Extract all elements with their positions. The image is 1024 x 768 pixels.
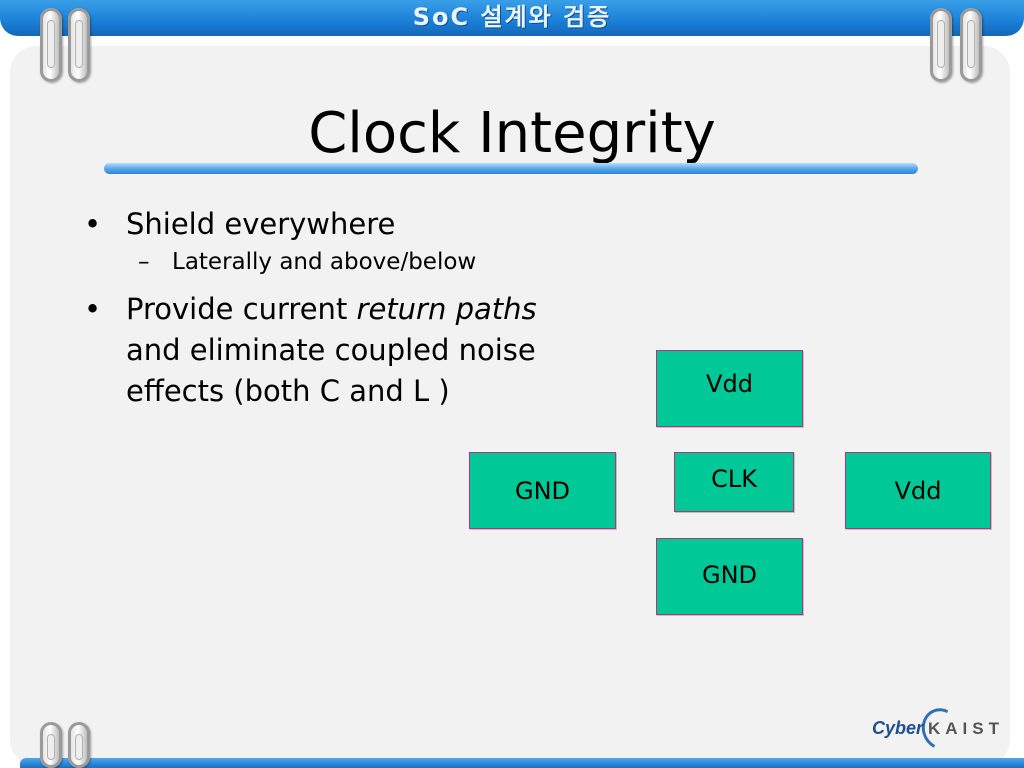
bullet-icon: • xyxy=(84,207,102,241)
sub-bullet-text: Laterally and above/below xyxy=(172,249,477,275)
banner-title: SoC 설계와 검증 xyxy=(412,3,612,31)
gnd-box-left: GND xyxy=(469,452,616,529)
box-label: GND xyxy=(701,560,758,589)
bullet-text: and eliminate coupled noise xyxy=(126,333,536,367)
sub-bullet-item: – Laterally and above/below xyxy=(84,245,604,279)
bullet-list: • Shield everywhere – Laterally and abov… xyxy=(84,204,604,412)
binder-ring-icon xyxy=(68,8,90,82)
binder-ring-icon xyxy=(68,722,90,768)
gnd-box-bottom: GND xyxy=(656,538,803,615)
vdd-box-top: Vdd xyxy=(656,350,803,427)
binder-ring-icon xyxy=(40,8,62,82)
box-label: Vdd xyxy=(894,476,942,505)
title-underline xyxy=(104,163,918,174)
clk-box: CLK xyxy=(674,452,794,512)
bullet-text: Provide current xyxy=(126,292,357,326)
box-label: Vdd xyxy=(706,369,753,398)
bullet-text: Shield everywhere xyxy=(126,207,396,241)
dash-icon: – xyxy=(138,249,150,275)
logo-kaist-text: KAIST xyxy=(928,719,1004,738)
bullet-text: effects (both C and L ) xyxy=(126,374,450,408)
box-label: CLK xyxy=(711,465,757,493)
binder-ring-icon xyxy=(960,8,982,82)
slide-title: Clock Integrity xyxy=(308,101,716,166)
bullet-item: • Provide current return paths and elimi… xyxy=(84,289,604,412)
bullet-icon: • xyxy=(84,292,102,326)
header-bar xyxy=(0,0,1024,36)
box-label: GND xyxy=(514,476,571,505)
bullet-item: • Shield everywhere xyxy=(84,204,604,245)
binder-ring-icon xyxy=(40,722,62,768)
footer-bar xyxy=(20,758,1024,768)
vdd-box-right: Vdd xyxy=(845,452,991,529)
logo-cyber-text: Cyber xyxy=(872,718,924,738)
binder-ring-icon xyxy=(930,8,952,82)
cyber-kaist-logo: Cyber KAIST xyxy=(872,702,1004,756)
bullet-emphasis: return paths xyxy=(356,292,537,326)
